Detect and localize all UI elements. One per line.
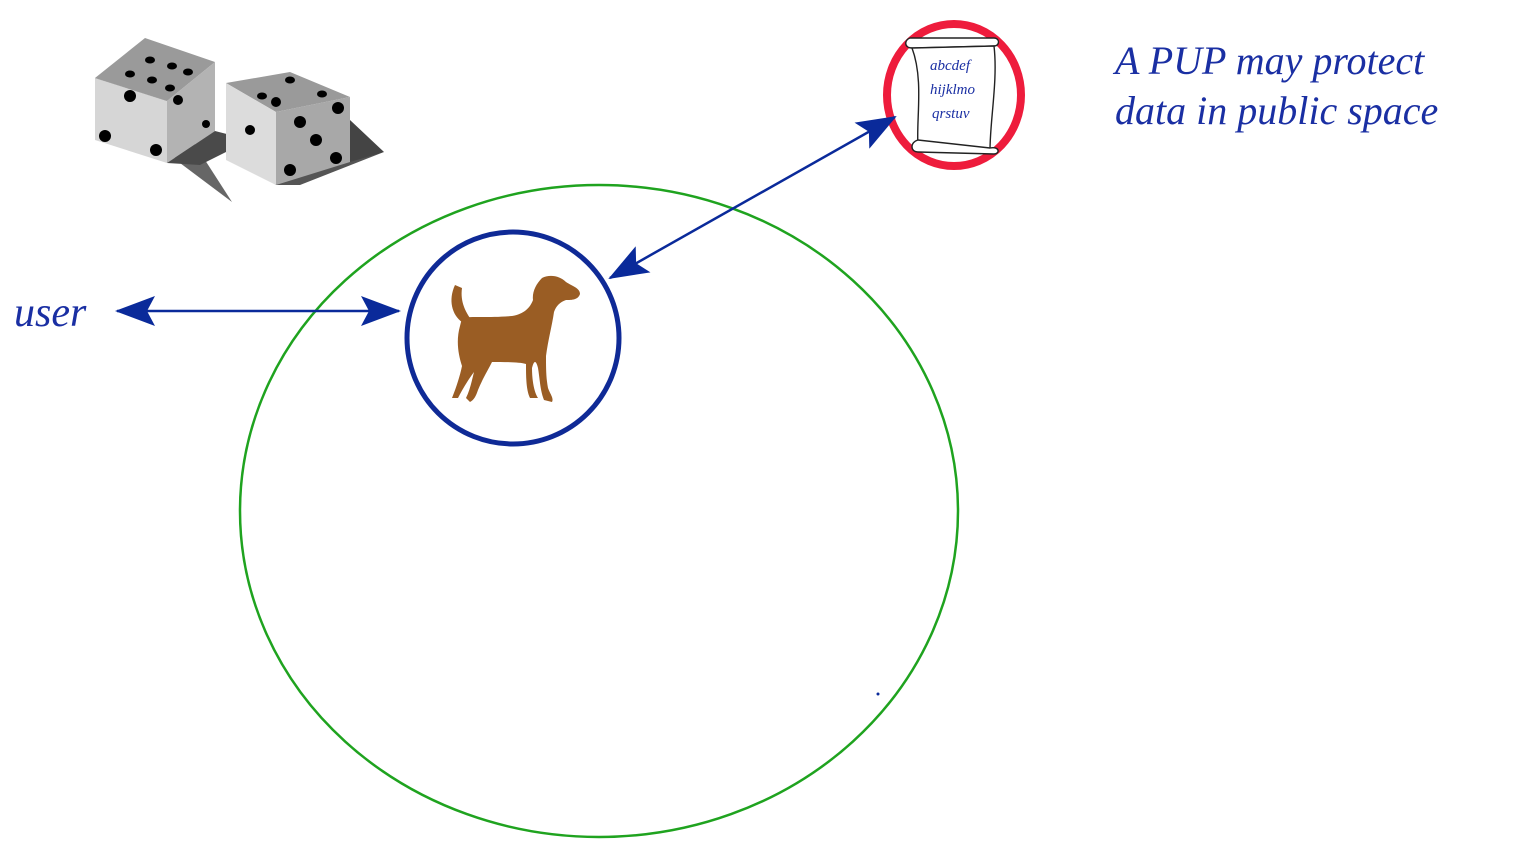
scroll-icon: abcdef hijklmo qrstuv	[905, 37, 1000, 155]
pup-circle	[404, 229, 622, 447]
caption-line-2: data in public space	[1115, 88, 1439, 133]
scroll-line-2: hijklmo	[930, 82, 975, 98]
scroll-line-1: abcdef	[930, 58, 972, 74]
caption-line-1: A PUP may protect	[1115, 38, 1425, 83]
public-space-ellipse	[238, 183, 960, 839]
caption: A PUP may protect data in public space	[1115, 36, 1515, 136]
scroll-line-3: qrstuv	[932, 106, 970, 122]
dog-icon	[451, 275, 580, 402]
dice-icon	[95, 38, 384, 202]
pup-data-arrow	[608, 115, 897, 280]
user-label: user	[14, 290, 87, 336]
protection-ring	[883, 20, 1025, 170]
stray-dot	[876, 692, 880, 696]
